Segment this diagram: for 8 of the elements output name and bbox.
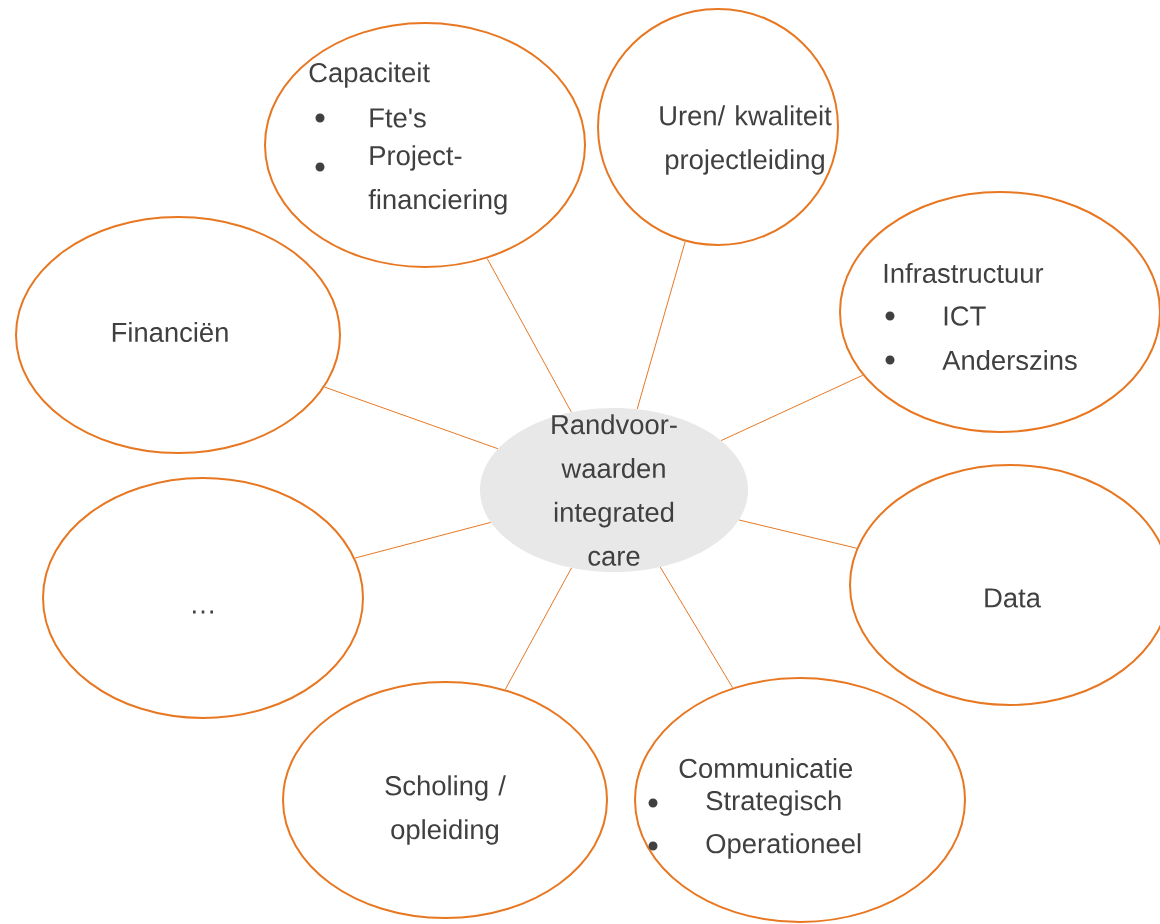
connector-line xyxy=(486,257,572,413)
connector-line xyxy=(504,567,572,690)
connector-line xyxy=(738,519,858,549)
connector-line xyxy=(636,241,686,410)
connector-line xyxy=(720,374,864,442)
connector-line xyxy=(354,521,492,559)
connector-line xyxy=(659,566,734,689)
connector-line xyxy=(324,386,499,450)
